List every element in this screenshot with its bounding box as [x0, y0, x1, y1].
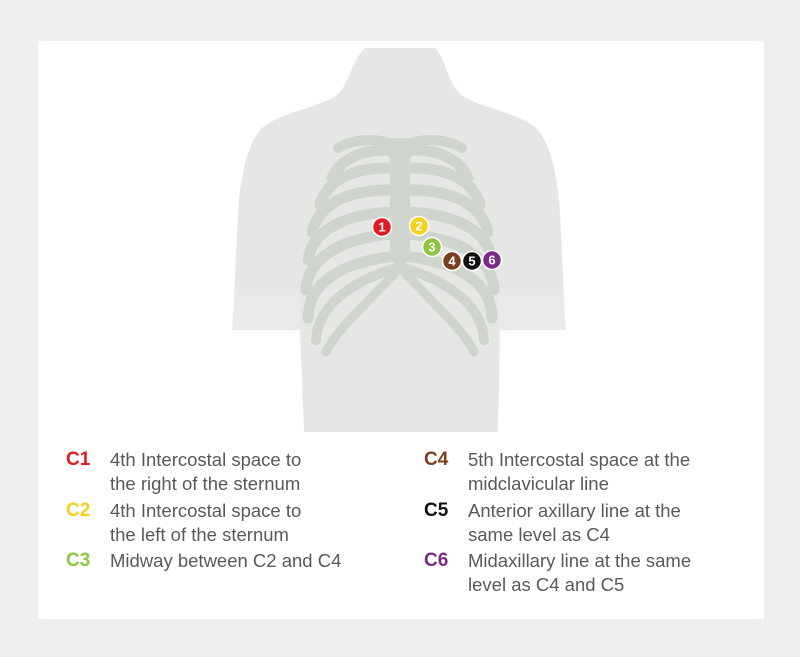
- electrode-marker-c4: 4: [441, 250, 463, 272]
- electrode-marker-c6: 6: [481, 249, 503, 271]
- electrode-number-c5: 5: [468, 254, 475, 269]
- electrode-marker-c3: 3: [421, 236, 443, 258]
- electrode-marker-c5: 5: [461, 250, 483, 272]
- left-clavicle: [409, 135, 467, 153]
- left-arm-fade: [498, 215, 568, 345]
- electrode-number-c3: 3: [428, 240, 435, 255]
- electrode-marker-c1: 1: [371, 216, 393, 238]
- electrode-number-c2: 2: [415, 219, 422, 234]
- electrode-number-c4: 4: [448, 254, 456, 269]
- sternum: [382, 138, 418, 268]
- electrode-marker-c2: 2: [408, 215, 430, 237]
- electrode-number-c1: 1: [378, 220, 385, 235]
- right-clavicle: [333, 135, 391, 153]
- right-arm-fade: [230, 215, 300, 345]
- electrode-number-c6: 6: [488, 253, 495, 268]
